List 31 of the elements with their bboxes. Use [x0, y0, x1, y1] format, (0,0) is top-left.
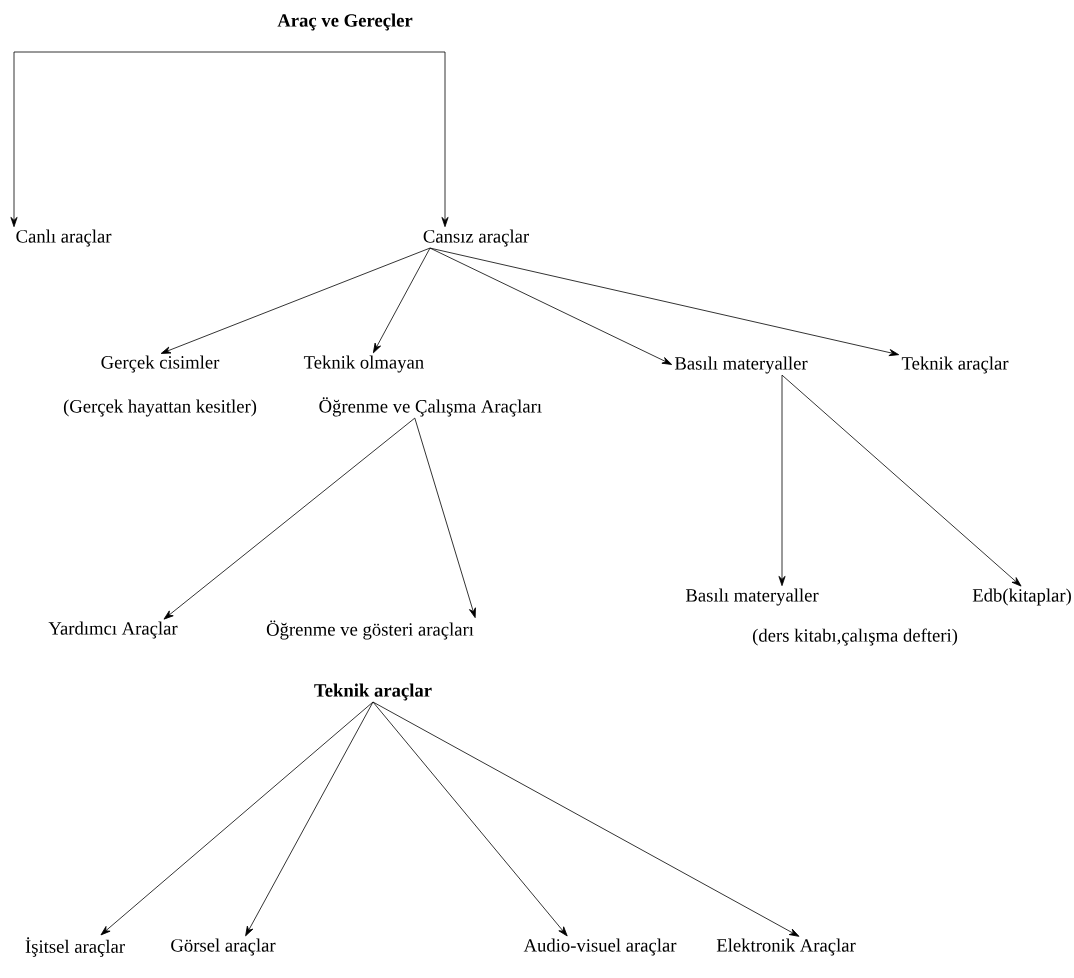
arrow [778, 374, 786, 587]
arrow [100, 701, 374, 936]
heading: Teknik araçlar [314, 683, 432, 701]
arrow [372, 701, 568, 937]
category-label: Canlı araçlar [16, 229, 112, 247]
category-label: Gerçek cisimler (Gerçek hayattan kesitler) [63, 355, 257, 417]
category-label: İşitsel araçlar [25, 937, 125, 957]
category-label: Görsel araçlar [171, 938, 276, 956]
category-label: Cansız araçlar [423, 229, 529, 247]
heading: Araç ve Gereçler [277, 13, 413, 31]
category-label: Teknik araçlar [901, 356, 1009, 374]
arrow [373, 247, 431, 354]
category-label: Yardımcı Araçlar [48, 621, 178, 639]
category-label: Basılı materyaller [674, 356, 808, 374]
arrow [163, 417, 416, 620]
arrow [781, 374, 1022, 587]
arrow [10, 51, 346, 228]
arrow [245, 701, 374, 937]
category-label: Edb(kitaplar) [972, 588, 1071, 606]
category-label: Audio-visuel araçlar [523, 938, 677, 956]
category-label: Basılı materyaller [685, 588, 819, 606]
caption-text: (ders kitabı,çalışma defteri) [752, 628, 958, 646]
arrow [160, 247, 431, 354]
arrow [372, 701, 800, 937]
category-label: Elektronik Araçlar [716, 938, 856, 956]
category-label: Teknik olmayan Öğrenme ve Çalışma Araçları [303, 355, 542, 417]
arrow [414, 417, 476, 618]
arrow [429, 247, 673, 365]
arrow [344, 51, 449, 228]
category-label: Öğrenme ve gösteri araçları [266, 620, 474, 640]
arrow [429, 247, 900, 357]
